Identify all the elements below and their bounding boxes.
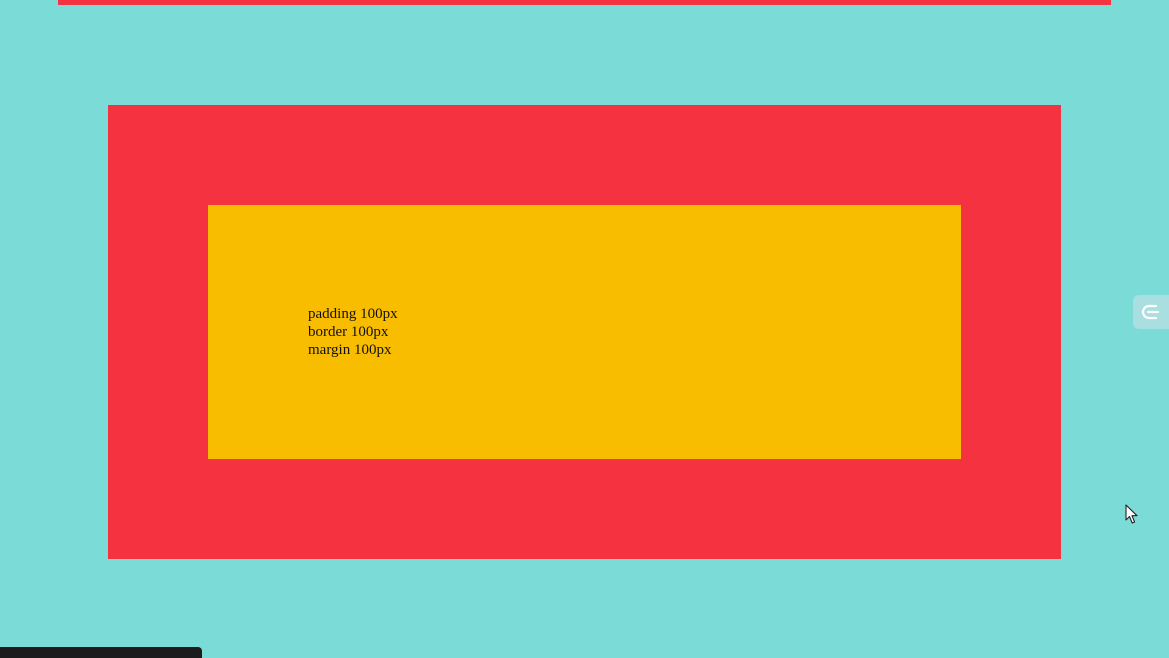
mouse-pointer-icon <box>1125 504 1138 524</box>
margin-label: margin 100px <box>308 342 392 358</box>
border-box-red: padding 100px border 100px margin 100px <box>108 105 1061 559</box>
extension-toggle-button[interactable] <box>1133 295 1169 329</box>
top-red-strip <box>58 0 1111 5</box>
border-label: border 100px <box>308 324 389 340</box>
bottom-dark-bar <box>0 647 202 658</box>
padding-label: padding 100px <box>308 306 398 322</box>
extension-toggle-icon <box>1141 304 1160 320</box>
content-box-yellow: padding 100px border 100px margin 100px <box>208 205 961 459</box>
demo-text: padding 100px border 100px margin 100px <box>308 305 398 359</box>
